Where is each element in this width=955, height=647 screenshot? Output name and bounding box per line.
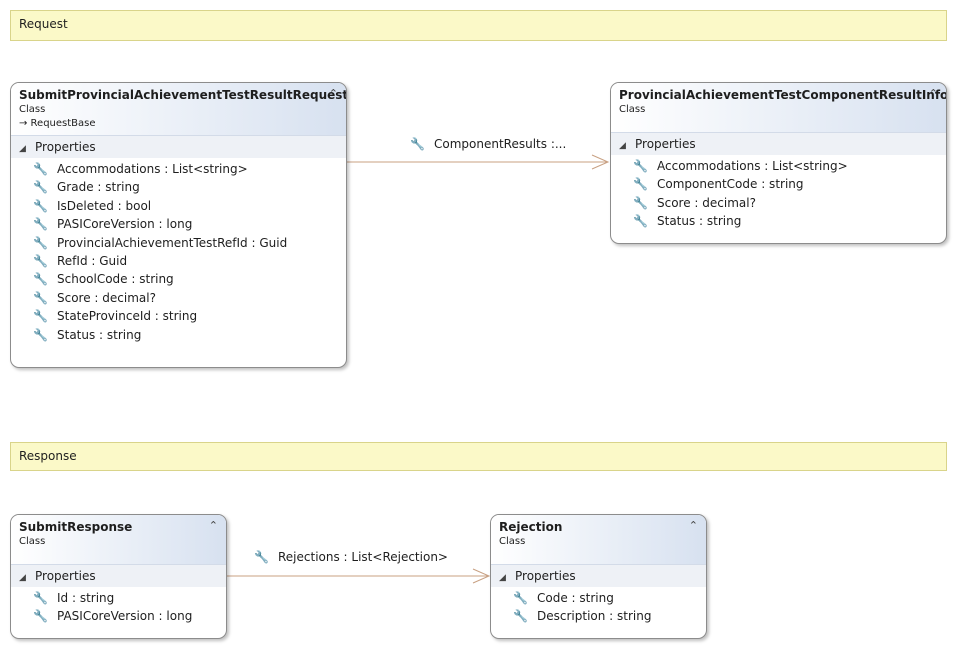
wrench-icon: 🔧: [513, 591, 528, 605]
wrench-icon: 🔧: [513, 609, 528, 624]
class-stereotype: Class: [19, 536, 46, 547]
class-component-result-info[interactable]: ProvincialAchievementTestComponentResult…: [610, 82, 947, 244]
properties-section-header[interactable]: ◢Properties: [11, 565, 226, 587]
wrench-icon: 🔧: [33, 217, 48, 232]
rejections-label[interactable]: 🔧Rejections : List<Rejection>: [254, 550, 448, 564]
class-header: Rejection Class ⌃: [491, 515, 706, 565]
property-row[interactable]: 🔧StateProvinceId : string: [11, 307, 346, 325]
property-row[interactable]: 🔧RefId : Guid: [11, 252, 346, 270]
properties-section-header[interactable]: ◢Properties: [611, 133, 946, 155]
request-note-text: Request: [19, 17, 68, 31]
property-list: 🔧Accommodations : List<string> 🔧Componen…: [611, 155, 946, 233]
property-row[interactable]: 🔧Description : string: [491, 607, 706, 625]
property-list: 🔧Id : string 🔧PASICoreVersion : long: [11, 587, 226, 628]
property-row[interactable]: 🔧Grade : string: [11, 178, 346, 196]
class-stereotype: Class: [499, 536, 526, 547]
property-row[interactable]: 🔧Score : decimal?: [611, 194, 946, 212]
wrench-icon: 🔧: [33, 235, 48, 250]
response-note[interactable]: Response: [10, 442, 947, 471]
class-name: SubmitProvincialAchievementTestResultReq…: [19, 88, 347, 102]
property-row[interactable]: 🔧Accommodations : List<string>: [611, 157, 946, 175]
class-stereotype: Class: [19, 104, 46, 115]
property-row[interactable]: 🔧Score : decimal?: [11, 289, 346, 307]
rejections-arrowhead: [472, 568, 491, 584]
wrench-icon: 🔧: [33, 272, 48, 287]
class-header: SubmitResponse Class ⌃: [11, 515, 226, 565]
class-name: Rejection: [499, 520, 563, 534]
property-row[interactable]: 🔧ComponentCode : string: [611, 175, 946, 193]
property-row[interactable]: 🔧Id : string: [11, 589, 226, 607]
wrench-icon: 🔧: [33, 327, 48, 342]
double-chevron-up-icon[interactable]: ⌃: [328, 87, 338, 100]
class-rejection[interactable]: Rejection Class ⌃ ◢Properties 🔧Code : st…: [490, 514, 707, 639]
triangle-down-icon[interactable]: ◢: [619, 141, 626, 151]
wrench-icon: 🔧: [33, 198, 48, 213]
class-name: SubmitResponse: [19, 520, 133, 534]
wrench-icon: 🔧: [33, 290, 48, 305]
wrench-icon: 🔧: [33, 591, 48, 605]
property-row[interactable]: 🔧Status : string: [611, 212, 946, 230]
wrench-icon: 🔧: [254, 550, 269, 564]
triangle-down-icon[interactable]: ◢: [19, 573, 26, 583]
property-row[interactable]: 🔧Accommodations : List<string>: [11, 160, 346, 178]
property-row[interactable]: 🔧Status : string: [11, 326, 346, 344]
wrench-icon: 🔧: [33, 609, 48, 624]
component-results-arrowhead: [591, 154, 610, 170]
class-submit-response[interactable]: SubmitResponse Class ⌃ ◢Properties 🔧Id :…: [10, 514, 227, 639]
property-row[interactable]: 🔧PASICoreVersion : long: [11, 607, 226, 625]
wrench-icon: 🔧: [633, 159, 648, 173]
class-header: ProvincialAchievementTestComponentResult…: [611, 83, 946, 133]
wrench-icon: 🔧: [33, 309, 48, 324]
double-chevron-up-icon[interactable]: ⌃: [208, 519, 218, 532]
wrench-icon: 🔧: [410, 137, 425, 151]
component-results-label[interactable]: 🔧ComponentResults :...: [410, 137, 567, 151]
property-row[interactable]: 🔧SchoolCode : string: [11, 270, 346, 288]
property-row[interactable]: 🔧PASICoreVersion : long: [11, 215, 346, 233]
wrench-icon: 🔧: [33, 253, 48, 268]
property-row[interactable]: 🔧IsDeleted : bool: [11, 197, 346, 215]
double-chevron-up-icon[interactable]: ⌃: [688, 519, 698, 532]
request-note[interactable]: Request: [10, 10, 947, 41]
wrench-icon: 🔧: [633, 177, 648, 192]
properties-section-header[interactable]: ◢Properties: [491, 565, 706, 587]
double-chevron-up-icon[interactable]: ⌃: [928, 87, 938, 100]
class-submit-request[interactable]: SubmitProvincialAchievementTestResultReq…: [10, 82, 347, 368]
triangle-down-icon[interactable]: ◢: [19, 144, 26, 154]
property-list: 🔧Code : string 🔧Description : string: [491, 587, 706, 628]
base-class: → RequestBase: [19, 118, 96, 129]
class-header: SubmitProvincialAchievementTestResultReq…: [11, 83, 346, 136]
property-list: 🔧Accommodations : List<string> 🔧Grade : …: [11, 158, 346, 346]
class-stereotype: Class: [619, 104, 646, 115]
wrench-icon: 🔧: [33, 180, 48, 195]
wrench-icon: 🔧: [633, 195, 648, 210]
property-row[interactable]: 🔧Code : string: [491, 589, 706, 607]
wrench-icon: 🔧: [33, 162, 48, 176]
triangle-down-icon[interactable]: ◢: [499, 573, 506, 583]
class-name: ProvincialAchievementTestComponentResult…: [619, 88, 947, 102]
properties-section-header[interactable]: ◢Properties: [11, 136, 346, 158]
wrench-icon: 🔧: [633, 214, 648, 229]
response-note-text: Response: [19, 449, 77, 463]
property-row[interactable]: 🔧ProvincialAchievementTestRefId : Guid: [11, 234, 346, 252]
